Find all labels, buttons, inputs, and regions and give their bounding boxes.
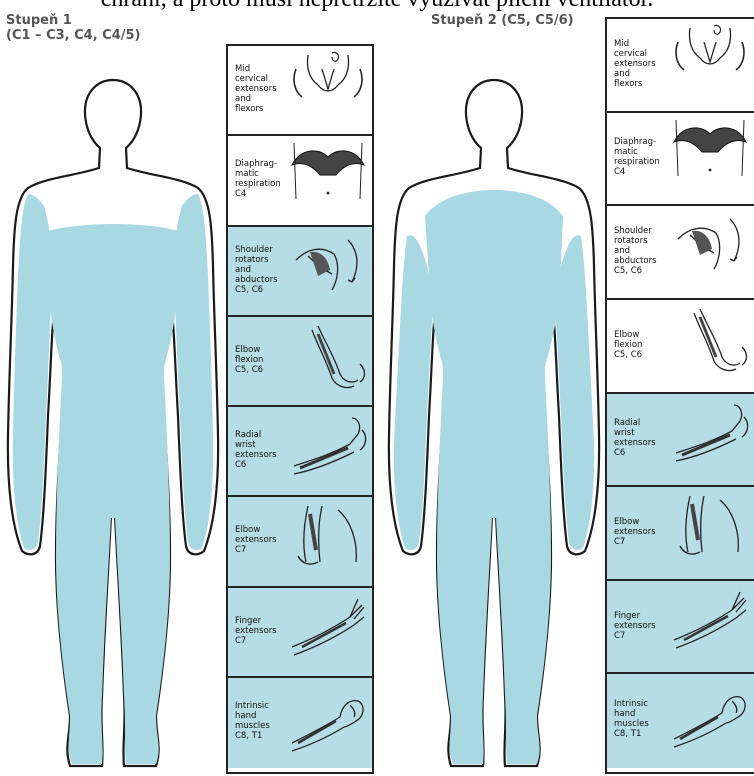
shoulder-muscles-icon [670, 209, 750, 281]
stage1-panel: Radial wrist extensors C6 [228, 407, 372, 497]
panel-label: Intrinsic hand muscles C8, T1 [614, 699, 649, 739]
panel-label: Shoulder rotators and abductors C5, C6 [614, 226, 657, 276]
panel-label: Radial wrist extensors C6 [235, 430, 277, 470]
stage1-title-line1: Stupeň 1 [6, 13, 141, 28]
shoulder-muscles-icon [288, 230, 368, 302]
body-silhouette-icon [389, 80, 599, 766]
finger-extensors-icon [670, 584, 750, 656]
diaphragm-icon [288, 139, 368, 211]
elbow-extensors-icon [670, 490, 750, 562]
panel-label: Elbow flexion C5, C6 [235, 345, 263, 375]
panel-label: Finger extensors C7 [235, 616, 277, 646]
stage1-panel: Mid cervical extensors and flexors [228, 46, 372, 136]
panel-label: Elbow extensors C7 [235, 525, 277, 555]
panel-label: Elbow extensors C7 [614, 517, 656, 547]
stage2-panel: Elbow flexion C5, C6 [607, 300, 754, 394]
elbow-flexion-icon [670, 303, 750, 375]
panel-label: Elbow flexion C5, C6 [614, 330, 642, 360]
stage1-title-line2: (C1 – C3, C4, C4/5) [6, 28, 141, 43]
stage2-panel: Intrinsic hand muscles C8, T1 [607, 674, 754, 768]
panel-label: Finger extensors C7 [614, 611, 656, 641]
wrist-extensors-icon [670, 397, 750, 469]
stage1-panel: Elbow extensors C7 [228, 497, 372, 587]
panel-label: Mid cervical extensors and flexors [614, 39, 656, 89]
stage1-panel: Finger extensors C7 [228, 588, 372, 678]
panel-label: Radial wrist extensors C6 [614, 418, 656, 458]
body-silhouette-icon [8, 80, 218, 766]
panel-label: Shoulder rotators and abductors C5, C6 [235, 245, 278, 295]
hand-muscles-icon [670, 677, 750, 749]
panel-label: Diaphrag- matic respiration C4 [614, 137, 660, 177]
stage2-panel: Finger extensors C7 [607, 581, 754, 675]
stage2-panel: Mid cervical extensors and flexors [607, 19, 754, 113]
panel-label: Mid cervical extensors and flexors [235, 64, 277, 114]
stage2-panel: Diaphrag- matic respiration C4 [607, 113, 754, 207]
wrist-extensors-icon [288, 410, 368, 482]
stage1-panel: Elbow flexion C5, C6 [228, 317, 372, 407]
elbow-flexion-icon [288, 320, 368, 392]
body-figure-stage2 [385, 76, 603, 776]
neck-muscles-icon [670, 22, 750, 94]
panel-label: Diaphrag- matic respiration C4 [235, 159, 281, 199]
body-figure-stage1 [4, 76, 222, 776]
stage2-panel: Radial wrist extensors C6 [607, 394, 754, 488]
stage1-title: Stupeň 1 (C1 – C3, C4, C4/5) [6, 13, 141, 43]
stage1-panel: Diaphrag- matic respiration C4 [228, 136, 372, 226]
stage1-panel: Shoulder rotators and abductors C5, C6 [228, 227, 372, 317]
panel-label: Intrinsic hand muscles C8, T1 [235, 701, 270, 741]
hand-muscles-icon [288, 681, 368, 753]
stage2-title: Stupeň 2 (C5, C5/6) [431, 13, 574, 28]
stage2-panel: Shoulder rotators and abductors C5, C6 [607, 206, 754, 300]
neck-muscles-icon [288, 49, 368, 121]
diaphragm-icon [670, 116, 750, 188]
finger-extensors-icon [288, 591, 368, 663]
elbow-extensors-icon [288, 500, 368, 572]
stage2-panel: Elbow extensors C7 [607, 487, 754, 581]
stage1-panel: Intrinsic hand muscles C8, T1 [228, 678, 372, 768]
